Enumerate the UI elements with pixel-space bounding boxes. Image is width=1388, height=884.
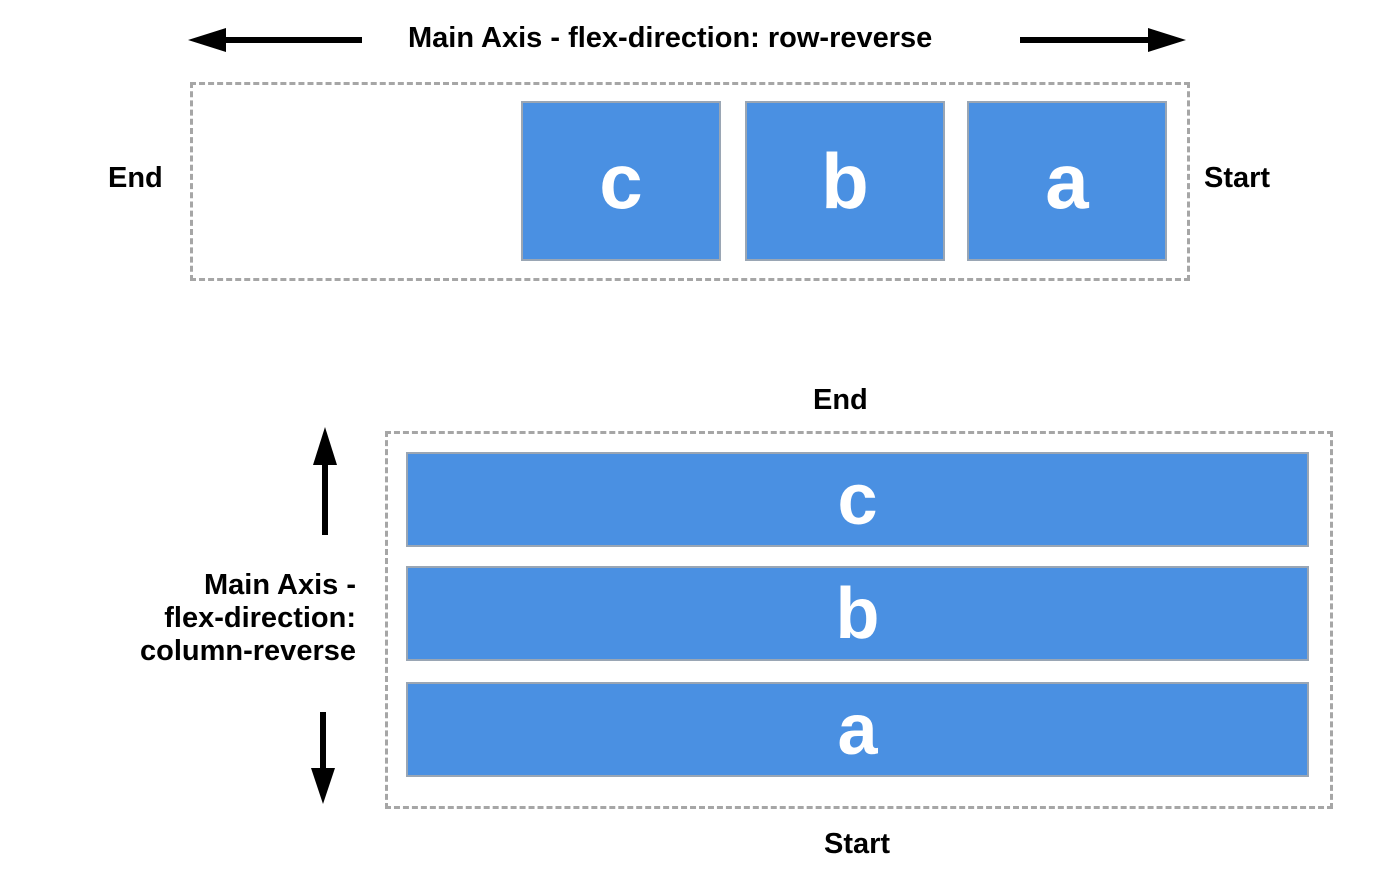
flex-item-c: c <box>521 101 721 261</box>
flex-item-b: b <box>406 566 1309 661</box>
flex-item-a: a <box>967 101 1167 261</box>
flex-item-letter: c <box>599 136 643 225</box>
column-start-label: Start <box>824 828 891 860</box>
flex-item-a: a <box>406 682 1309 777</box>
arrow-down-icon <box>311 712 335 804</box>
column-end-label: End <box>813 384 868 416</box>
flex-item-letter: b <box>821 136 869 225</box>
arrow-left-icon <box>188 28 362 52</box>
flex-item-c: c <box>406 452 1309 547</box>
flex-item-letter: a <box>837 689 878 770</box>
flex-item-letter: a <box>1045 136 1089 225</box>
column-axis-label-line: Main Axis - <box>203 569 356 601</box>
column-reverse-container <box>385 431 1333 809</box>
arrow-up-icon <box>313 427 337 535</box>
row-start-label: Start <box>1204 162 1271 194</box>
row-axis-label: Main Axis - flex-direction: row-reverse <box>408 22 933 54</box>
column-axis-label: Main Axis - flex-direction: column-rever… <box>96 569 356 668</box>
row-reverse-container <box>190 82 1190 281</box>
flex-item-b: b <box>745 101 945 261</box>
column-axis-label-line: flex-direction: <box>164 602 356 634</box>
arrow-right-icon <box>1020 28 1186 52</box>
column-axis-label-line: column-reverse <box>140 635 356 667</box>
flex-item-letter: c <box>837 459 878 540</box>
row-end-label: End <box>108 162 163 194</box>
flex-item-letter: b <box>835 573 880 654</box>
